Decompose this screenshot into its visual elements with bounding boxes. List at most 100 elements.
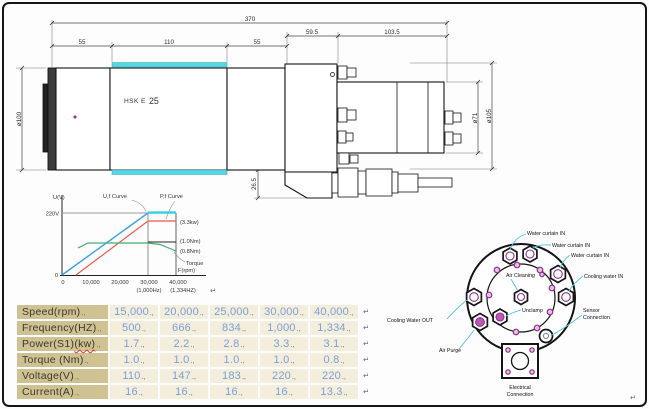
cell-mark: ., xyxy=(343,390,348,397)
cell-mark: ., xyxy=(191,374,196,381)
spec-cell: 1.0., xyxy=(160,353,208,367)
cable-connector-assembly xyxy=(284,167,453,199)
port-label-cooling-water-out: Cooling Water OUT xyxy=(387,318,434,324)
cell-value: 3.3 xyxy=(273,338,290,350)
fitting xyxy=(346,109,357,121)
x-subtick-1334hz: (1,334HZ) xyxy=(170,288,196,294)
spec-cell: 13.3., xyxy=(310,385,358,399)
table-row-current: Current(A)., 16., 16., 16., 16., 13.3., xyxy=(17,385,358,399)
dimension-lines xyxy=(21,22,493,198)
spec-cell: 1.0., xyxy=(110,353,158,367)
cell-value: 13.3 xyxy=(320,386,343,398)
return-mark: ↵ xyxy=(363,355,369,364)
port-label-electrical-line2: Connection xyxy=(507,392,534,398)
connector-screw xyxy=(505,347,511,353)
torque-label-leader xyxy=(173,251,186,263)
x-tick-10000: 10,000 xyxy=(82,280,99,286)
dim-label-front-diameter: ø100 xyxy=(16,111,23,126)
x-tick-30000: 30,000 xyxy=(140,280,157,286)
row-label-kw: (kw) xyxy=(74,338,96,350)
row-return-marks: ↵ ↵ ↵ ↵ ↵ ↵ xyxy=(363,307,369,396)
bolt-hole xyxy=(512,328,520,336)
cell-mark: ., xyxy=(349,310,354,317)
cell-value: 40,000 xyxy=(314,306,349,318)
row-header-current: Current(A)., xyxy=(17,385,108,399)
cell-mark: ., xyxy=(141,326,146,333)
page-end-return-mark: ↵ xyxy=(630,393,636,402)
cooling-jacket-strip-top xyxy=(111,62,228,68)
connector-segment xyxy=(397,173,419,193)
port-bore xyxy=(525,249,535,259)
leader-unclamp xyxy=(505,309,522,317)
cell-mark: ., xyxy=(291,374,296,381)
torque-annotation-high: (1.0Nm) xyxy=(180,239,201,245)
leader-sensor-connection xyxy=(551,314,583,336)
cell-value: 1,334 xyxy=(317,322,346,334)
fitting xyxy=(337,65,348,80)
port-bore xyxy=(516,292,526,302)
cell-value: 1,000 xyxy=(267,322,296,334)
connector-screw xyxy=(529,347,535,353)
x-tick-0: 0 xyxy=(61,280,64,286)
cell-mark: ., xyxy=(346,326,351,333)
connector-segment xyxy=(391,171,399,194)
bolt-hole xyxy=(493,266,501,274)
cell-value: 500 xyxy=(122,322,141,334)
cell-value: 666 xyxy=(172,322,191,334)
cell-value: 220 xyxy=(272,370,291,382)
cell-mark: ., xyxy=(191,326,196,333)
torque-label: Torque xyxy=(186,261,203,267)
cell-value: 220 xyxy=(322,370,341,382)
x-subtick-1000hz: (1,000Hz) xyxy=(137,288,162,294)
cell-mark: ., xyxy=(81,310,86,317)
dim-label-seg1: 55 xyxy=(79,39,86,46)
cell-value: 1.0 xyxy=(223,354,240,366)
front-marker-dot xyxy=(73,115,77,119)
cell-mark: ., xyxy=(340,342,345,349)
leader-water-curtain-2 xyxy=(531,244,552,250)
y-zero-tick-label: 0 xyxy=(55,273,58,279)
air-cleaning-dot xyxy=(539,271,545,278)
fitting xyxy=(452,112,462,123)
sensor-port-bore xyxy=(542,332,550,340)
uf-curve-line xyxy=(61,212,149,276)
mid-housing xyxy=(226,67,286,171)
spec-cell: 1.0., xyxy=(210,353,258,367)
spec-cell: 30,000., xyxy=(260,305,308,319)
spec-cell: 1.7., xyxy=(110,337,158,351)
spec-cell: 16., xyxy=(160,385,208,399)
fitting xyxy=(444,131,454,146)
port-label-water-curtain-3: Water curtain IN xyxy=(571,253,609,259)
rear-block xyxy=(284,63,338,173)
cell-mark: ., xyxy=(75,390,80,397)
cooling-jacket-strip-bottom xyxy=(111,169,228,175)
bolt-hole xyxy=(513,261,521,269)
row-label: Voltage(V) xyxy=(22,370,75,382)
cell-mark: ., xyxy=(241,374,246,381)
spec-cell: 0.8., xyxy=(310,353,358,367)
spec-cell: 834., xyxy=(210,321,258,335)
uf-pf-chart: U(V) U,f Curve P,f Curve 220V 0 0 10,000… xyxy=(46,194,217,295)
return-mark: ↵ xyxy=(363,387,369,396)
cell-mark: ., xyxy=(190,342,195,349)
fitting xyxy=(345,132,354,142)
cell-mark: ., xyxy=(290,358,295,365)
cell-value: 16 xyxy=(225,386,238,398)
leader-air-purge xyxy=(458,329,475,350)
port-bore xyxy=(505,251,515,261)
port-diagram: Water curtain IN Water curtain IN Water … xyxy=(387,231,623,398)
cell-value: 15,000 xyxy=(114,306,149,318)
cell-value: 0.8 xyxy=(323,354,340,366)
cell-mark: ., xyxy=(141,374,146,381)
connector-pin xyxy=(417,177,453,188)
port-label-electrical-line1: Electrical xyxy=(509,385,531,391)
dim-label-rear-outer-diameter: ø105 xyxy=(486,108,493,123)
table-row-voltage: Voltage(V)., 110., 147., 183., 220., 220… xyxy=(17,369,358,383)
connector-screw xyxy=(529,369,535,375)
cell-value: 16 xyxy=(275,386,288,398)
cell-mark: ., xyxy=(84,358,89,365)
bolt-hole xyxy=(548,284,556,292)
spec-cell: 3.1., xyxy=(310,337,358,351)
port-label-sensor-line1: Sensor xyxy=(583,308,600,314)
spec-cell: 1.0., xyxy=(260,353,308,367)
